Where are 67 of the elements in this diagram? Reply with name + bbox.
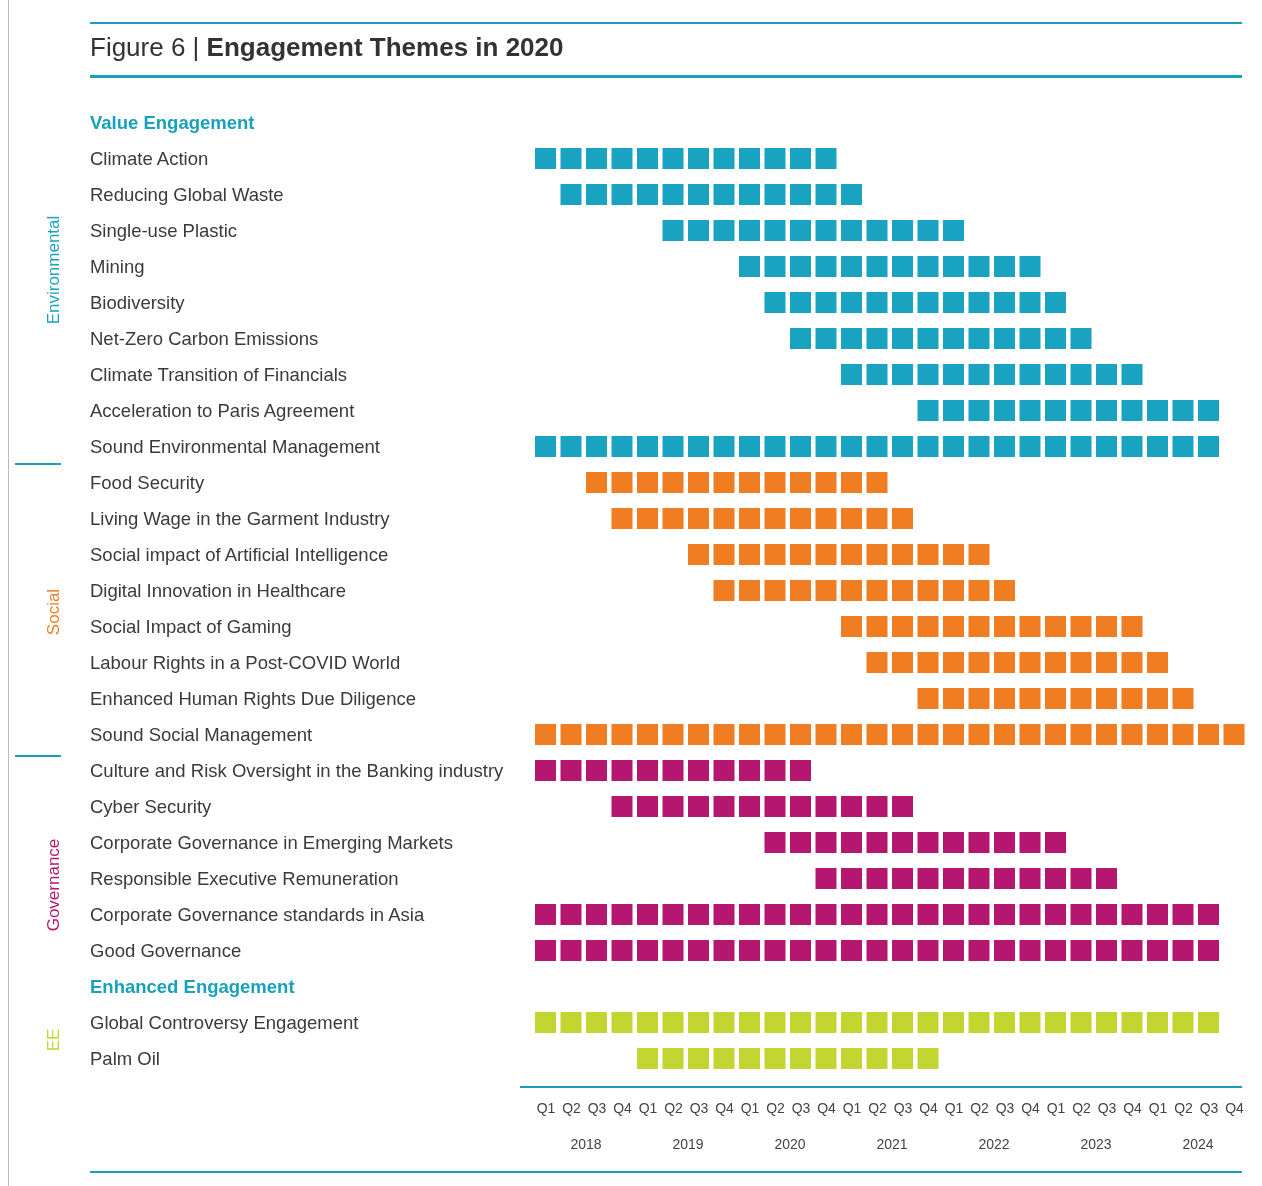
theme-label: Social impact of Artificial Intelligence — [90, 543, 390, 567]
theme-label: Food Security — [90, 471, 206, 495]
section-heading: Value Engagement — [90, 111, 256, 135]
quarter-label: Q3 — [791, 1100, 811, 1116]
quarter-label: Q1 — [638, 1100, 658, 1116]
quarter-label: Q2 — [562, 1100, 581, 1116]
group-label: EE — [44, 1028, 64, 1052]
quarter-label: Q2 — [1174, 1100, 1193, 1116]
quarter-label: Q2 — [970, 1100, 989, 1116]
theme-label: Sound Environmental Management — [90, 435, 381, 459]
quarter-label: Q4 — [715, 1100, 734, 1116]
quarter-label: Q4 — [919, 1100, 938, 1116]
quarter-label: Q4 — [613, 1100, 632, 1116]
year-label: 2022 — [978, 1136, 1010, 1152]
quarter-label: Q2 — [868, 1100, 887, 1116]
chart-title: Figure 6 | Engagement Themes in 2020 — [90, 32, 564, 63]
theme-label: Enhanced Human Rights Due Diligence — [90, 687, 417, 711]
theme-label: Responsible Executive Remuneration — [90, 867, 400, 891]
quarter-label: Q4 — [817, 1100, 836, 1116]
quarter-label: Q1 — [944, 1100, 964, 1116]
section-heading: Enhanced Engagement — [90, 975, 296, 999]
theme-label: Global Controversy Engagement — [90, 1011, 360, 1035]
quarter-label: Q1 — [842, 1100, 862, 1116]
theme-label: Net-Zero Carbon Emissions — [90, 327, 320, 351]
quarter-label: Q3 — [1097, 1100, 1117, 1116]
quarter-label: Q3 — [689, 1100, 709, 1116]
theme-label: Palm Oil — [90, 1047, 161, 1071]
quarter-label: Q3 — [1199, 1100, 1219, 1116]
quarter-label: Q2 — [1072, 1100, 1091, 1116]
theme-label: Corporate Governance standards in Asia — [90, 903, 426, 927]
quarter-label: Q4 — [1021, 1100, 1040, 1116]
theme-label: Mining — [90, 255, 146, 279]
year-label: 2024 — [1182, 1136, 1214, 1152]
quarter-label: Q1 — [740, 1100, 760, 1116]
theme-label: Climate Transition of Financials — [90, 363, 349, 387]
theme-label: Climate Action — [90, 147, 210, 171]
theme-label: Digital Innovation in Healthcare — [90, 579, 348, 603]
group-label: Social — [44, 588, 64, 636]
theme-label: Corporate Governance in Emerging Markets — [90, 831, 454, 855]
quarter-label: Q1 — [536, 1100, 556, 1116]
year-label: 2018 — [570, 1136, 602, 1152]
year-label: 2021 — [876, 1136, 908, 1152]
quarter-label: Q4 — [1123, 1100, 1142, 1116]
theme-label: Reducing Global Waste — [90, 183, 285, 207]
year-label: 2019 — [672, 1136, 704, 1152]
group-label: Environmental — [44, 215, 64, 325]
group-label: Governance — [44, 838, 64, 932]
year-label: 2020 — [774, 1136, 806, 1152]
quarter-label: Q2 — [766, 1100, 785, 1116]
theme-label: Sound Social Management — [90, 723, 314, 747]
theme-label: Biodiversity — [90, 291, 186, 315]
quarter-label: Q1 — [1148, 1100, 1168, 1116]
theme-label: Single-use Plastic — [90, 219, 239, 243]
theme-label: Labour Rights in a Post-COVID World — [90, 651, 402, 675]
theme-label: Good Governance — [90, 939, 243, 963]
theme-label: Culture and Risk Oversight in the Banking industry — [90, 759, 505, 783]
theme-label: Living Wage in the Garment Industry — [90, 507, 391, 531]
quarter-label: Q4 — [1225, 1100, 1244, 1116]
year-label: 2023 — [1080, 1136, 1112, 1152]
quarter-label: Q3 — [995, 1100, 1015, 1116]
quarter-label: Q1 — [1046, 1100, 1066, 1116]
theme-label: Acceleration to Paris Agreement — [90, 399, 356, 423]
theme-label: Social Impact of Gaming — [90, 615, 293, 639]
theme-label: Cyber Security — [90, 795, 213, 819]
quarter-label: Q2 — [664, 1100, 683, 1116]
quarter-label: Q3 — [587, 1100, 607, 1116]
quarter-label: Q3 — [893, 1100, 913, 1116]
